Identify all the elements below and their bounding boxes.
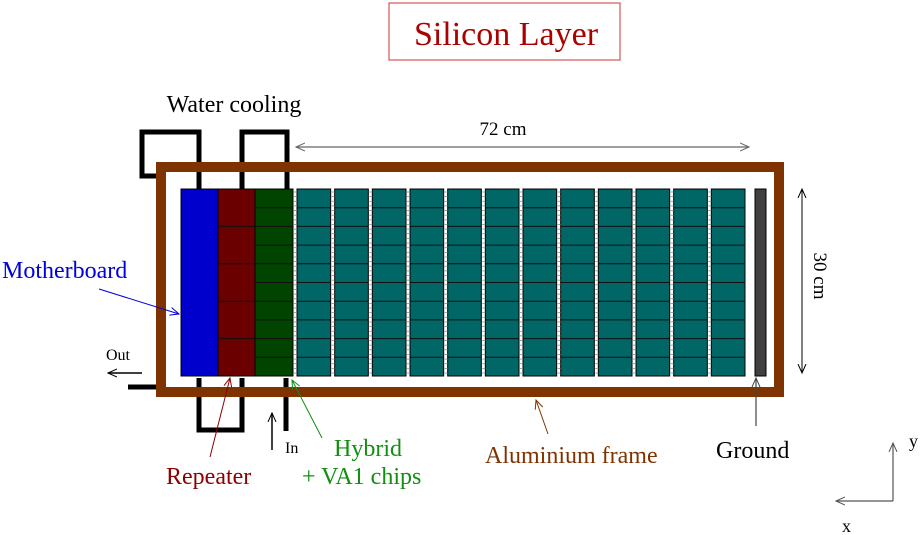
ground-label: Ground <box>716 438 789 464</box>
silicon-column <box>670 188 708 377</box>
repeater <box>217 188 256 377</box>
axes-indicator: y x <box>836 431 918 535</box>
hybrid <box>254 188 294 377</box>
silicon-column <box>520 188 558 377</box>
silicon-column <box>708 188 746 377</box>
height-dimension-label: 30 cm <box>809 253 830 300</box>
silicon-column <box>294 188 332 377</box>
silicon-column <box>407 188 445 377</box>
silicon-sensors <box>294 188 746 377</box>
silicon-column <box>444 188 482 377</box>
silicon-column <box>557 188 595 377</box>
silicon-column <box>482 188 520 377</box>
in-label: In <box>285 440 298 457</box>
axis-x-label: x <box>842 516 851 535</box>
motherboard-pointer <box>98 288 179 314</box>
frame-pointer <box>536 400 549 435</box>
hybrid-label-line1: Hybrid <box>334 436 402 462</box>
motherboard-label: Motherboard <box>2 258 127 284</box>
repeater-board <box>217 188 256 377</box>
out-label: Out <box>106 347 131 364</box>
ground-bar <box>754 188 767 377</box>
axis-y-label: y <box>909 431 918 451</box>
repeater-label: Repeater <box>166 464 251 490</box>
silicon-column <box>595 188 633 377</box>
aluminium-frame-label: Aluminium frame <box>485 443 658 469</box>
silicon-column <box>331 188 369 377</box>
water-cooling-label: Water cooling <box>167 92 302 118</box>
hybrid-label-line2: + VA1 chips <box>302 464 421 490</box>
silicon-column <box>633 188 671 377</box>
width-dimension-label: 72 cm <box>480 119 527 140</box>
silicon-column <box>369 188 407 377</box>
motherboard <box>180 188 219 377</box>
hybrid-pointer <box>292 380 323 439</box>
aluminium-frame <box>156 162 784 397</box>
repeater-pointer <box>209 378 230 458</box>
title-box <box>388 2 621 61</box>
water-cooling-pipes-bottom <box>128 378 289 433</box>
title: Silicon Layer <box>414 16 599 53</box>
